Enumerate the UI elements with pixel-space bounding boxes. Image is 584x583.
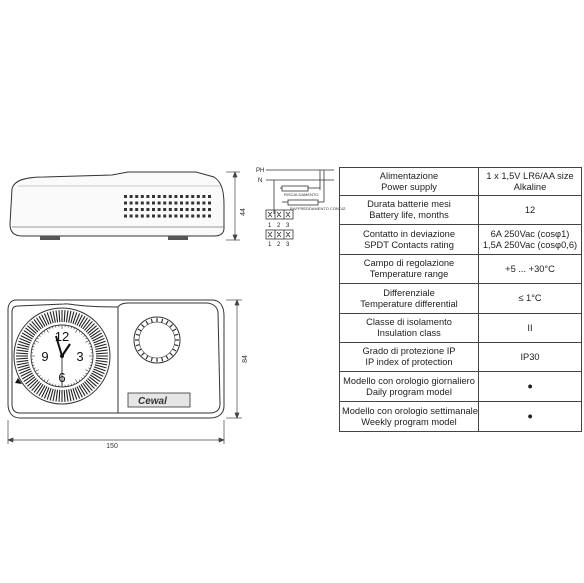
brand-badge: Cewal: [127, 392, 191, 408]
wiring-ph-label: PH: [256, 168, 264, 174]
wiring-pin-top-3: 3: [286, 223, 290, 229]
value-cell: ●: [478, 401, 582, 432]
dimension-height-front: [226, 299, 242, 419]
wiring-n-label: N: [258, 178, 262, 184]
value-cell: 6A 250Vac (cosφ1)1,5A 250Vac (cosφ0,6): [478, 224, 582, 255]
wiring-cooling-label: RAFFREDDAMENTO CONDIZ.: [290, 206, 346, 211]
wiring-heating-label: RISCALDAMENTO: [284, 192, 318, 197]
value-cell: +5 ... +30°C: [478, 254, 582, 284]
dial-number-9: 9: [41, 349, 48, 364]
dimension-width-label: 150: [106, 443, 118, 450]
value-cell: ●: [478, 371, 582, 402]
side-vent-grid: [124, 195, 211, 218]
wiring-diagram: [265, 169, 334, 240]
wiring-pin-bottom-3: 3: [286, 242, 290, 248]
brand-logo: Cewal: [138, 396, 167, 407]
dimension-width: [7, 420, 225, 444]
dimension-height-front-label: 84: [242, 355, 249, 363]
value-cell: IP30: [478, 342, 582, 372]
side-view: [9, 171, 225, 240]
wiring-pin-top-1: 1: [268, 223, 272, 229]
value-cell: 12: [478, 195, 582, 225]
temperature-knob: [133, 316, 181, 364]
value-cell: II: [478, 313, 582, 343]
value-cell: ≤ 1°C: [478, 283, 582, 314]
dial-number-12: 12: [55, 329, 69, 344]
wiring-pin-bottom-1: 1: [268, 242, 272, 248]
clock-dial: 12 3 6 9: [13, 307, 111, 405]
wiring-pin-top-2: 2: [277, 223, 281, 229]
dimension-height-side-label: 44: [240, 208, 247, 216]
front-view: [7, 299, 225, 419]
dimension-height-side: [226, 171, 240, 241]
wiring-pin-bottom-2: 2: [277, 242, 281, 248]
dial-number-3: 3: [76, 349, 83, 364]
